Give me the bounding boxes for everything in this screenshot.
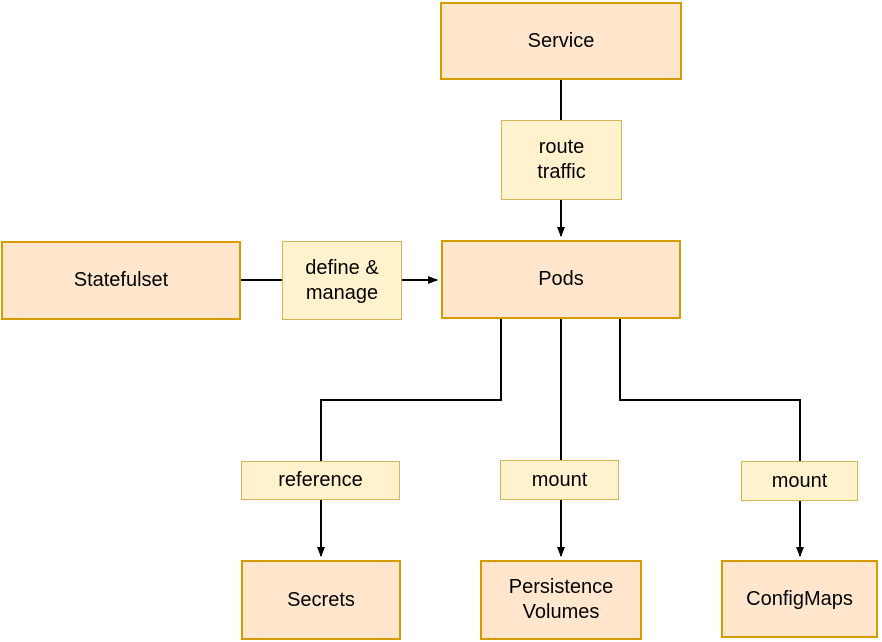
node-statefulset: Statefulset xyxy=(1,241,241,320)
edge-pods-reference-segment xyxy=(320,319,502,461)
edge-pods-configmaps xyxy=(619,319,804,557)
node-persistence-volumes: Persistence Volumes xyxy=(480,560,642,640)
node-pods: Pods xyxy=(441,240,681,319)
edge-pods-secrets xyxy=(317,319,502,557)
node-secrets: Secrets xyxy=(241,560,401,640)
edge-label-mount-persistence: mount xyxy=(500,460,619,500)
edge-label-route-traffic: route traffic xyxy=(501,120,622,200)
node-configmaps: ConfigMaps xyxy=(721,560,878,638)
edge-label-reference: reference xyxy=(241,461,400,500)
node-service: Service xyxy=(440,2,682,80)
edge-label-define-manage: define & manage xyxy=(282,241,402,320)
edge-pods-mount2-segment xyxy=(619,319,801,461)
edge-label-mount-configmaps: mount xyxy=(741,461,858,501)
